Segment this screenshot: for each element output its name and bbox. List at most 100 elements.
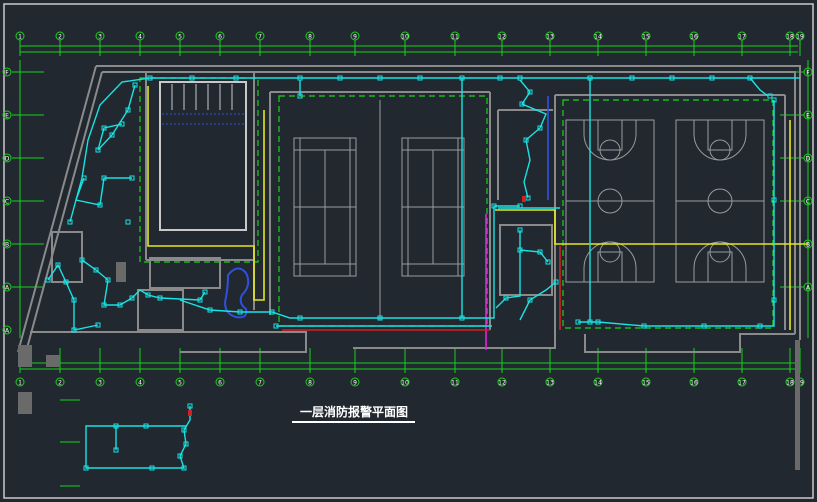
axis-bubble-icon: 5 [175,31,185,41]
smoke-detector-icon [189,75,195,81]
svg-text:18: 18 [786,380,794,387]
axis-bubble-icon: 6 [215,31,225,41]
axis-bubble-icon: 14 [593,31,603,41]
axis-bubble-icon: 13 [545,377,555,387]
svg-text:18: 18 [786,34,794,41]
smoke-detector-icon [109,132,115,138]
svg-text:10: 10 [401,34,409,41]
smoke-detector-icon [181,465,187,471]
svg-text:7: 7 [258,34,262,41]
smoke-detector-icon [297,315,303,321]
axis-bubble-icon: 1 [15,31,25,41]
smoke-detector-icon [197,297,203,303]
smoke-detector-icon [297,93,303,99]
drawing-title: 一层消防报警平面图 [299,405,408,419]
drawing-frame [3,3,814,499]
swimming-pool-icon [159,81,250,319]
axis-bubble-icon: 16 [689,31,699,41]
axis-bubble-icon: E [803,110,813,120]
axis-bubble-icon: 4 [135,377,145,387]
axis-bubble-icon: 19 [795,31,805,41]
smoke-detector-icon [377,75,383,81]
axis-bubble-icon: C [2,196,12,206]
axis-bubble-icon: 2 [55,377,65,387]
axis-bubble-icon: A [2,282,12,292]
axis-bubble-icon: 12 [497,377,507,387]
axis-bubble-icon: D [803,153,813,163]
smoke-detector-icon [207,307,213,313]
svg-text:C: C [806,199,810,206]
svg-text:17: 17 [738,34,746,41]
smoke-detector-icon [417,75,423,81]
svg-text:15: 15 [642,380,650,387]
smoke-detector-icon [459,315,465,321]
smoke-detector-icon [101,125,107,131]
smoke-detector-icon [202,289,208,295]
smoke-detector-icon [553,279,559,285]
svg-text:13: 13 [546,34,554,41]
axis-bubble-icon: A [803,282,813,292]
smoke-detector-icon [101,302,107,308]
smoke-detector-icon [105,277,111,283]
smoke-detector-icon [183,441,189,447]
axis-bubble-icon: 3 [95,377,105,387]
axis-bubble-icon: 15 [641,377,651,387]
smoke-detector-icon [233,75,239,81]
axis-bubble-icon: 5 [175,377,185,387]
dimension-lines [19,45,809,370]
svg-text:8: 8 [308,380,312,387]
svg-text:13: 13 [546,380,554,387]
smoke-detector-icon [523,137,529,143]
smoke-detector-icon [517,203,523,209]
axis-bubble-icon: 10 [400,377,410,387]
smoke-detector-icon [125,219,131,225]
smoke-detector-icon [575,319,581,325]
axis-bubble-icon: 1 [15,377,25,387]
smoke-detector-icon [517,75,523,81]
smoke-detector-icon [517,227,523,233]
smoke-detector-icon [337,75,343,81]
svg-text:3: 3 [98,380,102,387]
smoke-detector-icon [497,75,503,81]
smoke-detector-icon [771,197,777,203]
svg-text:D: D [806,156,811,163]
smoke-detector-icon [587,75,593,81]
smoke-detector-icon [537,249,543,255]
svg-text:D: D [5,156,10,163]
svg-text:1: 1 [18,34,22,41]
smoke-detector-icon [67,219,73,225]
smoke-detector-icon [527,297,533,303]
axis-bubble-icon: E [2,110,12,120]
axis-bubble-icon: 7 [255,31,265,41]
svg-text:5: 5 [178,34,182,41]
svg-text:6: 6 [218,380,222,387]
smoke-detector-icon [157,295,163,301]
fire-compartment-lines [139,77,774,329]
svg-text:F: F [806,70,810,77]
smoke-detector-icon [125,107,131,113]
smoke-detector-icon [669,75,675,81]
svg-text:9: 9 [353,380,357,387]
axis-bubble-icon: 16 [689,377,699,387]
smoke-detector-icon [377,315,383,321]
smoke-detector-icon [117,302,123,308]
axis-bubble-icon: 13 [545,31,555,41]
svg-text:E: E [806,113,810,120]
axis-bubble-icon: 7 [255,377,265,387]
axis-bubble-icon: C [803,196,813,206]
smoke-detector-icon [97,202,103,208]
fire-alarm-loop [47,77,800,469]
axis-bubble-icon: A [2,325,12,335]
smoke-detector-icon [45,277,51,283]
smoke-detector-icon [519,101,525,107]
smoke-detector-icon [701,323,707,329]
smoke-detector-icon [641,323,647,329]
smoke-detector-icon [95,322,101,328]
svg-text:19: 19 [796,380,804,387]
axis-bubble-icon: 15 [641,31,651,41]
basketball-court-icon [565,119,765,283]
